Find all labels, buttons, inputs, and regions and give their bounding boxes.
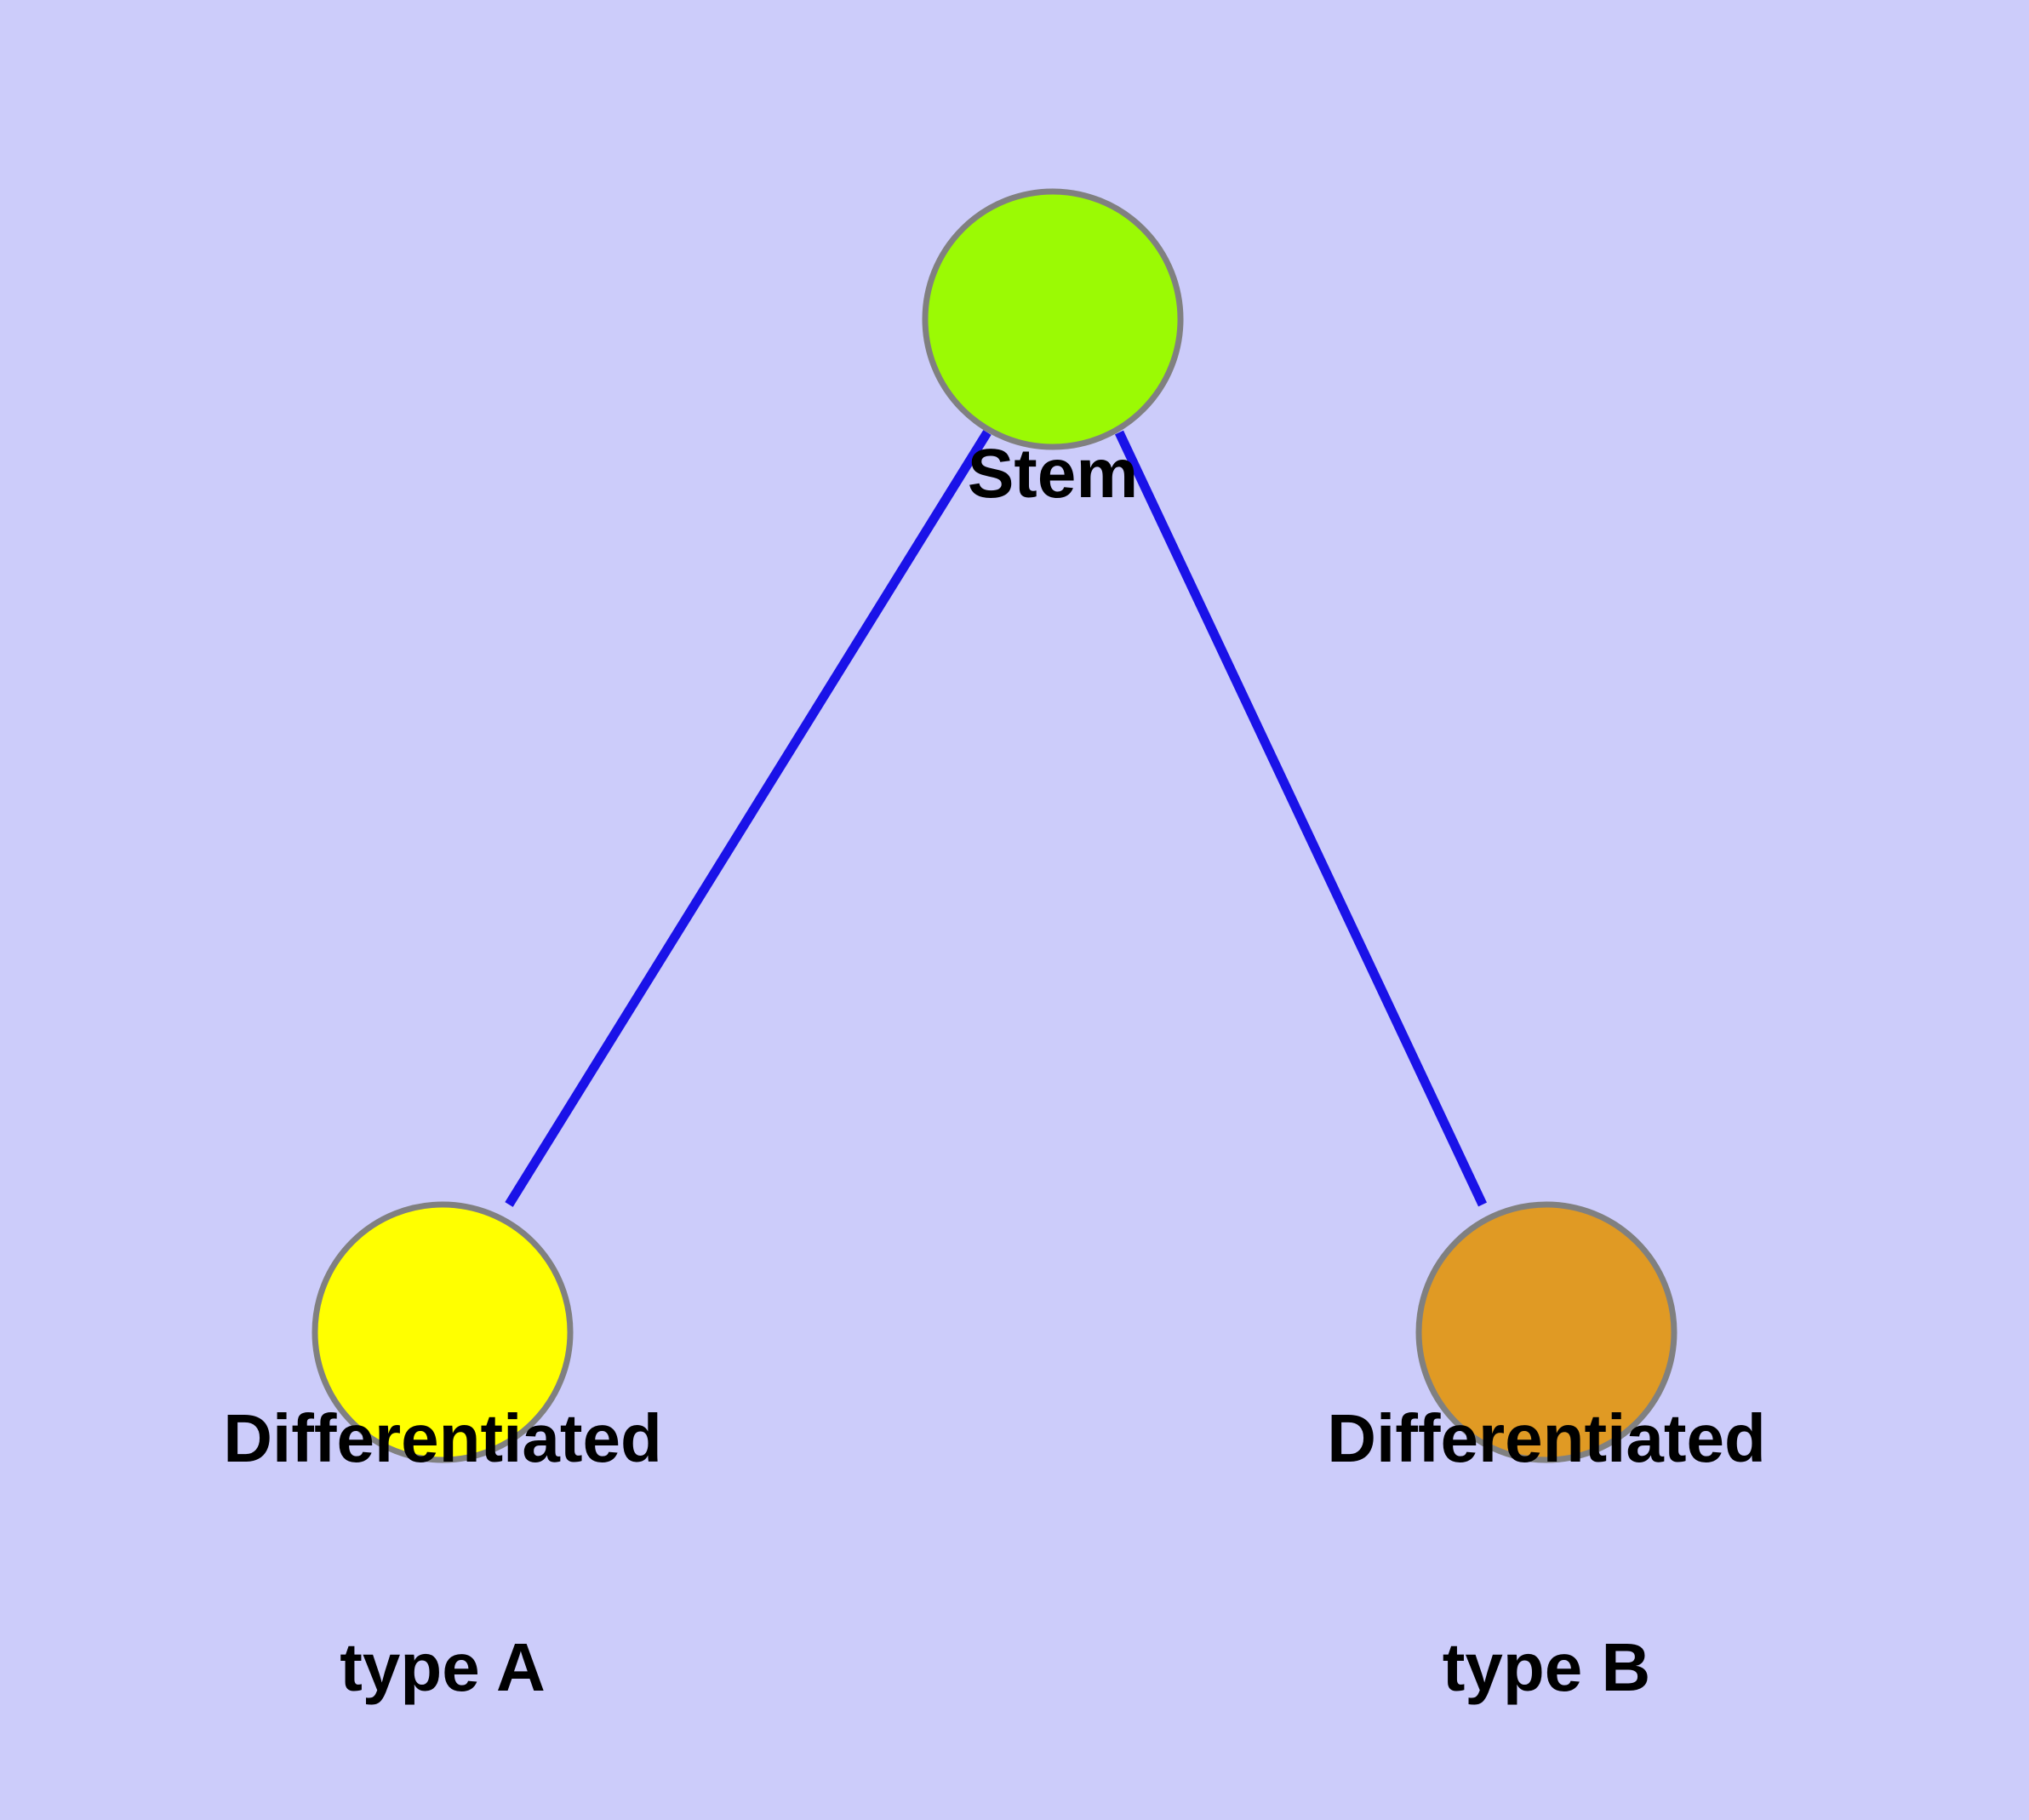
node-circle-differentiated-type-a[interactable] <box>311 1201 574 1463</box>
node-circle-differentiated-type-b[interactable] <box>1415 1201 1677 1463</box>
edge-stem-to-differentiated-type-b[interactable] <box>1115 430 1487 1207</box>
node-circle-stem[interactable] <box>922 188 1184 450</box>
edge-stem-to-differentiated-type-a[interactable] <box>505 430 992 1207</box>
edge-layer <box>505 430 1487 1207</box>
node-layer <box>311 188 1677 1463</box>
